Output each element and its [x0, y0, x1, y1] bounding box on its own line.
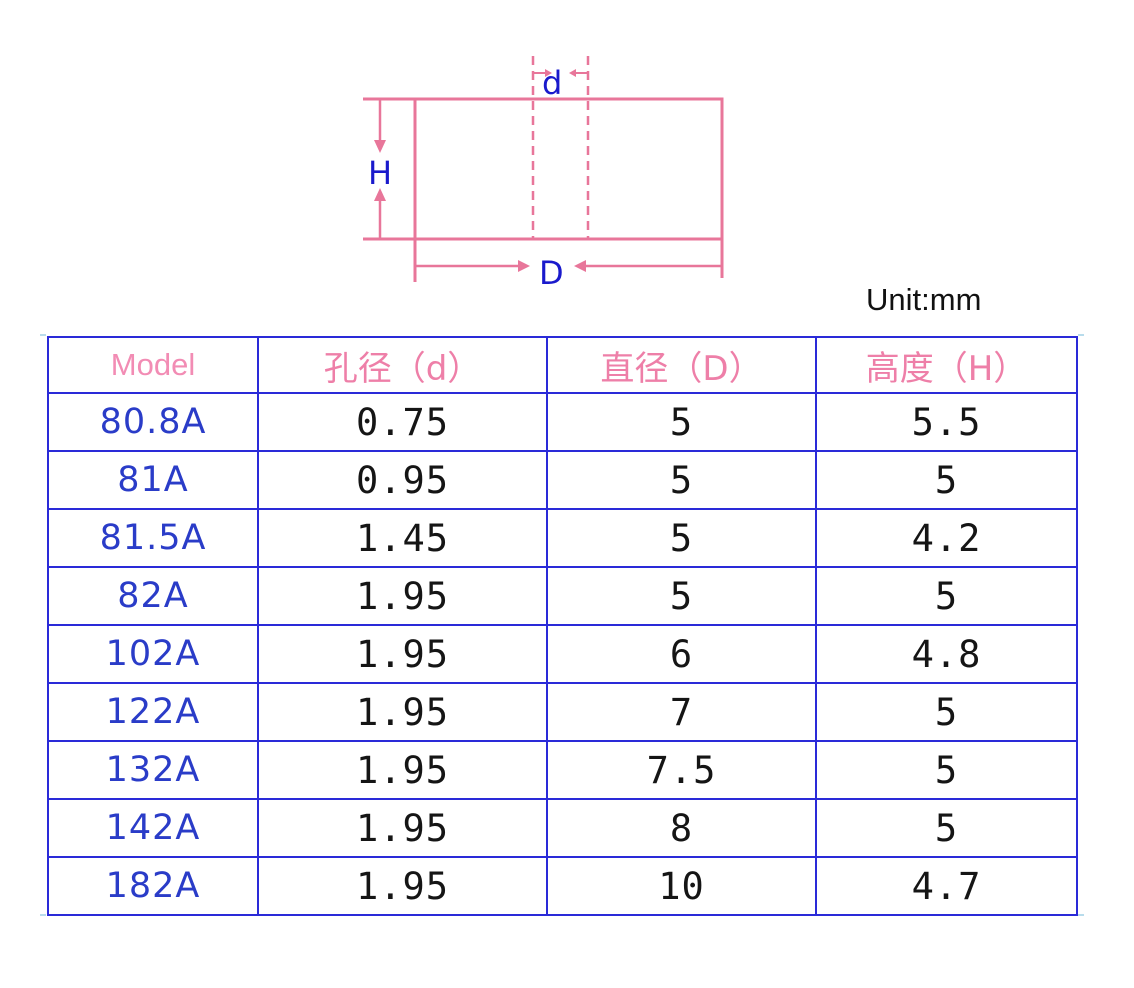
header-outer-diameter: 直径（D） [546, 336, 817, 394]
h-arrowhead-top [374, 140, 386, 153]
unit-label: Unit:mm [866, 282, 982, 317]
table-row: 81.5A 1.45 5 4.2 [47, 508, 1078, 568]
hole-cell: 1.95 [257, 624, 548, 684]
model-cell: 81.5A [47, 508, 259, 568]
height-cell: 5 [815, 798, 1078, 858]
hole-cell: 1.95 [257, 566, 548, 626]
grid-tick [1078, 914, 1084, 916]
height-cell: 4.8 [815, 624, 1078, 684]
hole-cell: 0.95 [257, 450, 548, 510]
diameter-cell: 10 [546, 856, 817, 916]
d-arrowhead-left [545, 69, 552, 77]
diameter-cell: 5 [546, 392, 817, 452]
dimension-diagram: d H D [363, 56, 724, 292]
diameter-cell: 7 [546, 682, 817, 742]
hole-cell: 1.95 [257, 798, 548, 858]
model-cell: 81A [47, 450, 259, 510]
diameter-cell: 8 [546, 798, 817, 858]
table-row: 182A 1.95 10 4.7 [47, 856, 1078, 916]
part-outline [413, 97, 724, 241]
model-cell: 80.8A [47, 392, 259, 452]
table-row: 82A 1.95 5 5 [47, 566, 1078, 626]
hole-cell: 1.95 [257, 682, 548, 742]
table-row: 132A 1.95 7.5 5 [47, 740, 1078, 800]
header-height: 高度（H） [815, 336, 1078, 394]
model-cell: 132A [47, 740, 259, 800]
label-big-d: D [539, 254, 564, 292]
height-cell: 4.7 [815, 856, 1078, 916]
model-cell: 122A [47, 682, 259, 742]
height-cell: 5 [815, 740, 1078, 800]
diameter-cell: 5 [546, 508, 817, 568]
table-row: 81A 0.95 5 5 [47, 450, 1078, 510]
model-cell: 182A [47, 856, 259, 916]
header-model: Model [47, 336, 259, 394]
table-row: 142A 1.95 8 5 [47, 798, 1078, 858]
height-cell: 5 [815, 682, 1078, 742]
grid-tick [1078, 334, 1084, 336]
diameter-cell: 5 [546, 566, 817, 626]
model-cell: 142A [47, 798, 259, 858]
spec-table: Model 孔径（d） 直径（D） 高度（H） 80.8A 0.75 5 5.5… [47, 336, 1078, 916]
height-cell: 5.5 [815, 392, 1078, 452]
label-h: H [368, 154, 392, 192]
big-d-arrowhead-right [574, 260, 586, 272]
height-cell: 5 [815, 566, 1078, 626]
h-arrowhead-bottom [374, 188, 386, 201]
table-row: 102A 1.95 6 4.8 [47, 624, 1078, 684]
height-cell: 5 [815, 450, 1078, 510]
header-row: Model 孔径（d） 直径（D） 高度（H） [47, 336, 1078, 394]
model-cell: 102A [47, 624, 259, 684]
hole-cell: 0.75 [257, 392, 548, 452]
header-hole-diameter: 孔径（d） [257, 336, 548, 394]
diameter-cell: 5 [546, 450, 817, 510]
table-row: 122A 1.95 7 5 [47, 682, 1078, 742]
height-cell: 4.2 [815, 508, 1078, 568]
grid-tick [40, 334, 46, 336]
grid-tick [40, 914, 46, 916]
hole-cell: 1.45 [257, 508, 548, 568]
hole-cell: 1.95 [257, 740, 548, 800]
d-arrowhead-right [569, 69, 576, 77]
label-d: d [542, 64, 562, 102]
diameter-cell: 6 [546, 624, 817, 684]
hole-cell: 1.95 [257, 856, 548, 916]
diameter-cell: 7.5 [546, 740, 817, 800]
big-d-arrowhead-left [518, 260, 530, 272]
table-row: 80.8A 0.75 5 5.5 [47, 392, 1078, 452]
model-cell: 82A [47, 566, 259, 626]
